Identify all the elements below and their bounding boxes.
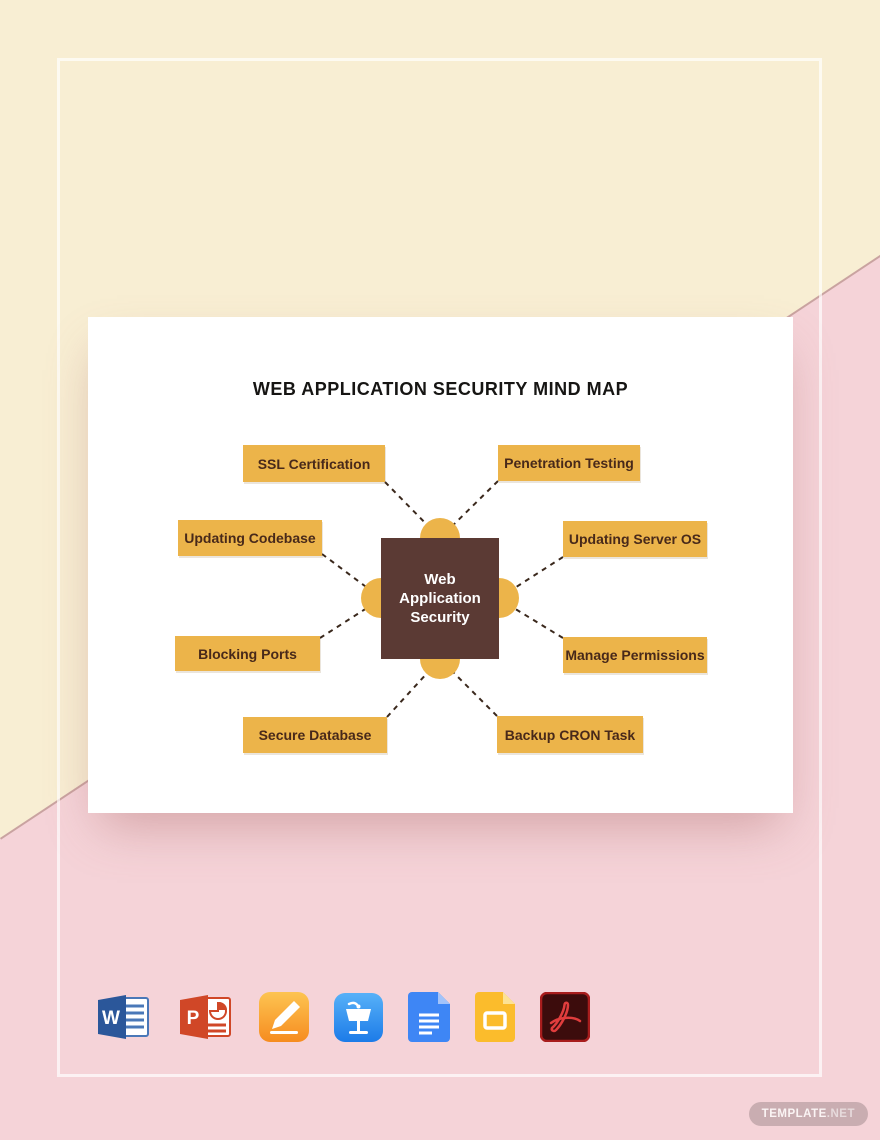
node-updating-server-os: Updating Server OS bbox=[563, 521, 707, 557]
mindmap-card: WEB APPLICATION SECURITY MIND MAP bbox=[88, 317, 793, 813]
watermark-brand: TEMPLATE bbox=[761, 1108, 827, 1120]
node-label: Backup CRON Task bbox=[504, 726, 636, 743]
watermark-tld: .NET bbox=[826, 1108, 855, 1120]
node-label: SSL Certification bbox=[257, 455, 371, 472]
node-label: Updating Codebase bbox=[184, 530, 316, 546]
node-label: Updating Server OS bbox=[568, 531, 702, 547]
adobe-pdf-icon[interactable] bbox=[540, 992, 590, 1042]
svg-text:P: P bbox=[187, 1008, 200, 1029]
node-ssl-certification: SSL Certification bbox=[243, 445, 385, 482]
mindmap-canvas: Web Application Security SSL Certificati… bbox=[88, 317, 793, 813]
node-backup-cron-task: Backup CRON Task bbox=[497, 716, 643, 753]
node-label: Secure Database bbox=[258, 727, 372, 743]
node-label: Blocking Ports bbox=[198, 645, 297, 662]
microsoft-powerpoint-icon[interactable]: P bbox=[177, 993, 234, 1041]
google-docs-icon[interactable] bbox=[408, 992, 450, 1042]
format-icons-row: W P bbox=[95, 992, 590, 1042]
decorative-frame bbox=[57, 58, 822, 1077]
microsoft-word-icon[interactable]: W bbox=[95, 993, 152, 1041]
node-label: Penetration Testing bbox=[504, 455, 634, 471]
center-node-label: Web Application Security bbox=[399, 571, 481, 626]
node-blocking-ports: Blocking Ports bbox=[175, 636, 320, 671]
template-net-watermark: TEMPLATE.NET bbox=[748, 1102, 868, 1126]
svg-text:W: W bbox=[102, 1008, 120, 1029]
node-manage-permissions: Manage Permissions bbox=[563, 637, 707, 673]
node-penetration-testing: Penetration Testing bbox=[498, 445, 640, 481]
node-updating-codebase: Updating Codebase bbox=[178, 520, 322, 556]
node-label: Manage Permissions bbox=[565, 647, 705, 663]
center-node: Web Application Security bbox=[381, 538, 499, 659]
node-secure-database: Secure Database bbox=[243, 717, 387, 753]
mindmap-title: WEB APPLICATION SECURITY MIND MAP bbox=[252, 379, 629, 399]
apple-pages-icon[interactable] bbox=[259, 992, 309, 1042]
apple-keynote-icon[interactable] bbox=[334, 992, 383, 1042]
google-slides-icon[interactable] bbox=[475, 992, 515, 1042]
